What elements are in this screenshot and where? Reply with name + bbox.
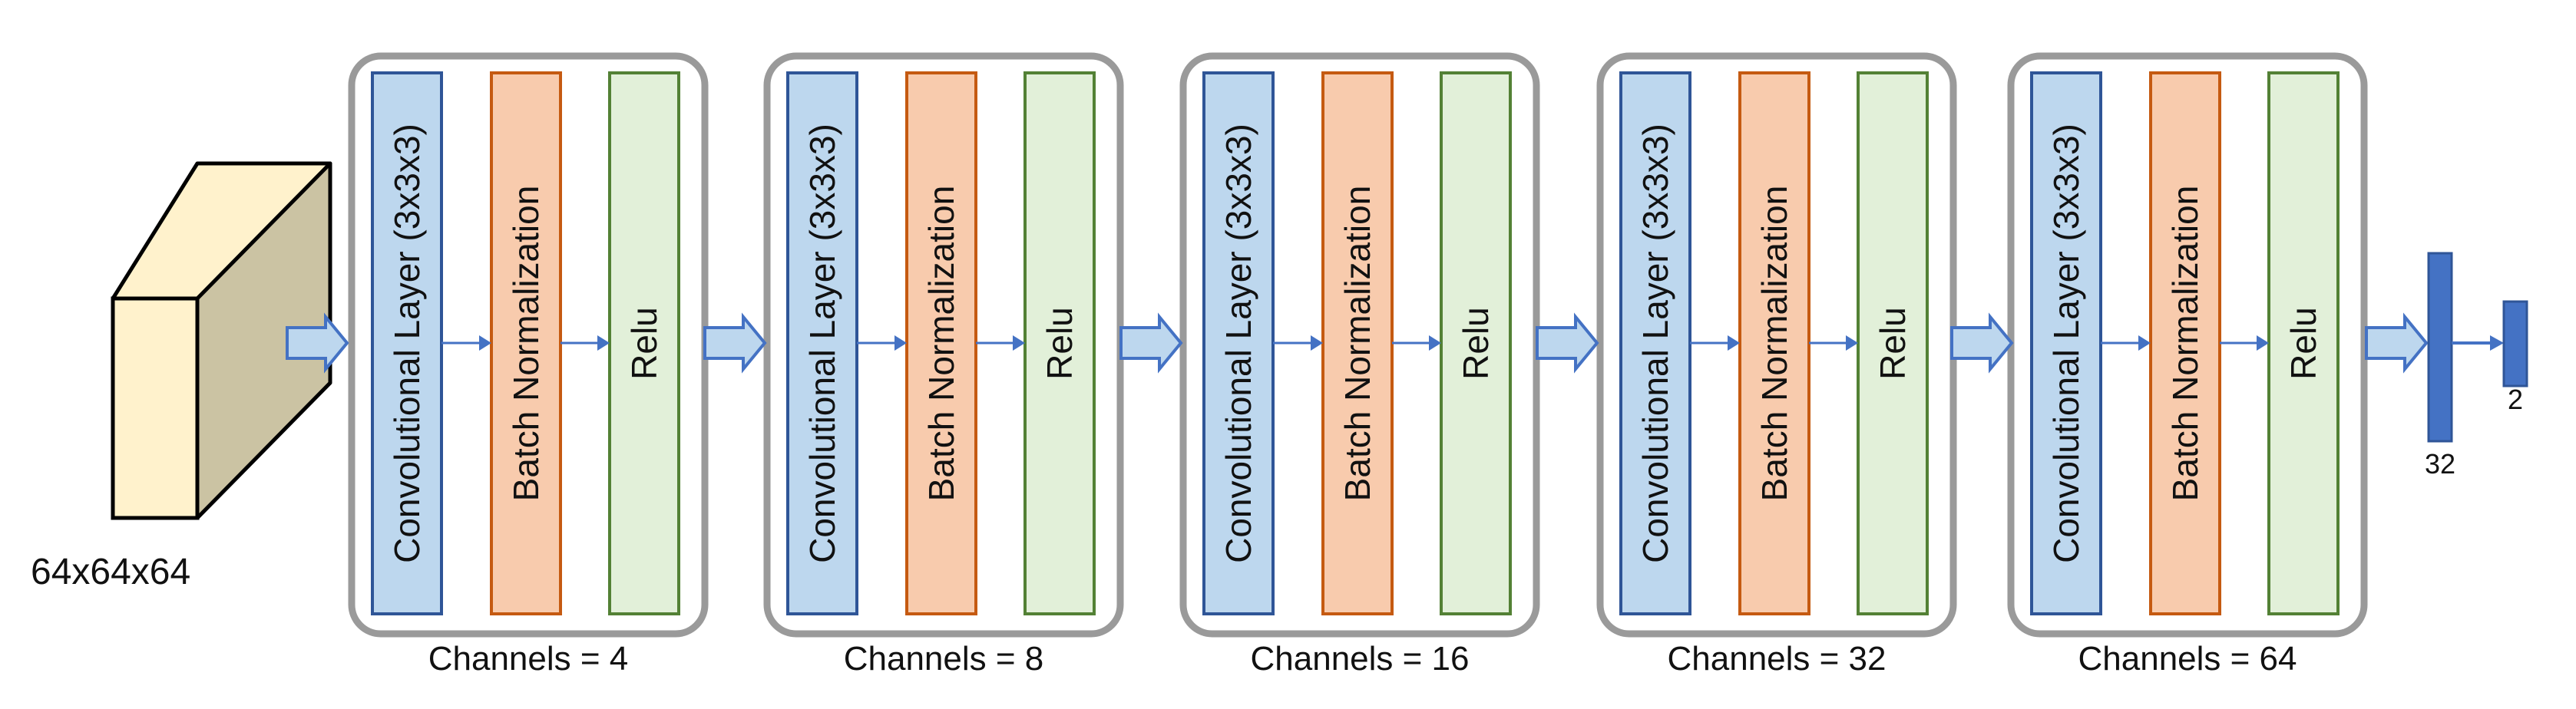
channels-label-block-5: Channels = 64	[2078, 640, 2297, 678]
relu-layer-box	[1857, 71, 1929, 615]
conv-layer-box	[1619, 71, 1691, 615]
batch-norm-layer-box	[905, 71, 977, 615]
batch-norm-layer: Batch Normalization	[1738, 71, 1810, 615]
conv-layer: Convolutional Layer (3x3x3)	[1202, 71, 1275, 615]
internal-arrowhead	[2257, 335, 2269, 351]
internal-arrowhead	[2138, 335, 2151, 351]
relu-layer-box	[608, 71, 680, 615]
stage-arrow-3	[1119, 312, 1183, 374]
relu-layer-label: Relu	[1040, 307, 1080, 380]
relu-layer: Relu	[1023, 71, 1096, 615]
conv-layer-label: Convolutional Layer (3x3x3)	[1219, 124, 1258, 563]
internal-arrowhead	[1311, 335, 1323, 351]
relu-layer-label: Relu	[624, 307, 664, 380]
internal-arrowhead	[1013, 335, 1025, 351]
conv-layer-box	[2030, 71, 2102, 615]
relu-layer-label: Relu	[2283, 307, 2323, 380]
batch-norm-layer-box	[2149, 71, 2221, 615]
conv-layer-label: Convolutional Layer (3x3x3)	[1635, 124, 1675, 563]
stage-arrow-4	[1536, 312, 1599, 374]
channels-label-block-2: Channels = 8	[843, 640, 1044, 678]
internal-arrowhead	[597, 335, 610, 351]
relu-layer: Relu	[1440, 71, 1512, 615]
conv-layer-box	[786, 71, 858, 615]
relu-layer-label: Relu	[1873, 307, 1913, 380]
block-2: Convolutional Layer (3x3x3) Batch Normali…	[763, 52, 1124, 638]
relu-layer: Relu	[1857, 71, 1929, 615]
batch-norm-layer-label: Batch Normalization	[506, 186, 546, 502]
conv-layer: Convolutional Layer (3x3x3)	[786, 71, 858, 615]
internal-arrowhead	[479, 335, 491, 351]
fc-layer-32	[2427, 252, 2453, 443]
fc-2-label: 2	[2507, 384, 2524, 415]
relu-layer-label: Relu	[1456, 307, 1496, 380]
fc-output	[2427, 252, 2528, 443]
channels-label-block-4: Channels = 32	[1667, 640, 1887, 678]
batch-norm-layer-box	[1738, 71, 1810, 615]
fc-32-label: 32	[2424, 448, 2456, 480]
relu-layer: Relu	[2267, 71, 2340, 615]
conv-layer-label: Convolutional Layer (3x3x3)	[802, 124, 842, 563]
channels-label-block-3: Channels = 16	[1250, 640, 1470, 678]
relu-layer-box	[2267, 71, 2340, 615]
stage-arrow-5	[1950, 312, 2014, 374]
internal-arrowhead	[1846, 335, 1858, 351]
channels-label-block-1: Channels = 4	[428, 640, 629, 678]
batch-norm-layer-label: Batch Normalization	[2165, 186, 2205, 502]
relu-layer-box	[1023, 71, 1096, 615]
block-1: Convolutional Layer (3x3x3) Batch Normali…	[348, 52, 709, 638]
stage-arrow-6	[2365, 312, 2429, 374]
relu-layer-box	[1440, 71, 1512, 615]
block-3: Convolutional Layer (3x3x3) Batch Normali…	[1179, 52, 1540, 638]
fc-connector-arrowhead	[2490, 335, 2504, 351]
internal-arrowhead	[1728, 335, 1740, 351]
conv-layer-label: Convolutional Layer (3x3x3)	[387, 124, 427, 563]
input-dimension-label: 64x64x64	[31, 552, 191, 592]
block-4: Convolutional Layer (3x3x3) Batch Normali…	[1596, 52, 1957, 638]
batch-norm-layer: Batch Normalization	[2149, 71, 2221, 615]
batch-norm-layer-label: Batch Normalization	[1338, 186, 1377, 502]
conv-layer-label: Convolutional Layer (3x3x3)	[2046, 124, 2086, 563]
cube-front-face	[111, 296, 200, 520]
internal-arrowhead	[894, 335, 907, 351]
conv-layer: Convolutional Layer (3x3x3)	[371, 71, 443, 615]
batch-norm-layer-label: Batch Normalization	[1754, 186, 1794, 502]
batch-norm-layer: Batch Normalization	[1321, 71, 1394, 615]
input-volume-cube	[111, 161, 332, 520]
conv-layer: Convolutional Layer (3x3x3)	[1619, 71, 1691, 615]
batch-norm-layer: Batch Normalization	[905, 71, 977, 615]
fc-layer-2	[2502, 300, 2528, 387]
block-5: Convolutional Layer (3x3x3) Batch Normali…	[2007, 52, 2368, 638]
stage-arrow-1	[286, 312, 349, 374]
internal-arrowhead	[1429, 335, 1441, 351]
batch-norm-layer-label: Batch Normalization	[921, 186, 961, 502]
batch-norm-layer: Batch Normalization	[490, 71, 562, 615]
stage-arrow-2	[703, 312, 767, 374]
conv-layer: Convolutional Layer (3x3x3)	[2030, 71, 2102, 615]
relu-layer: Relu	[608, 71, 680, 615]
conv-layer-box	[371, 71, 443, 615]
batch-norm-layer-box	[1321, 71, 1394, 615]
